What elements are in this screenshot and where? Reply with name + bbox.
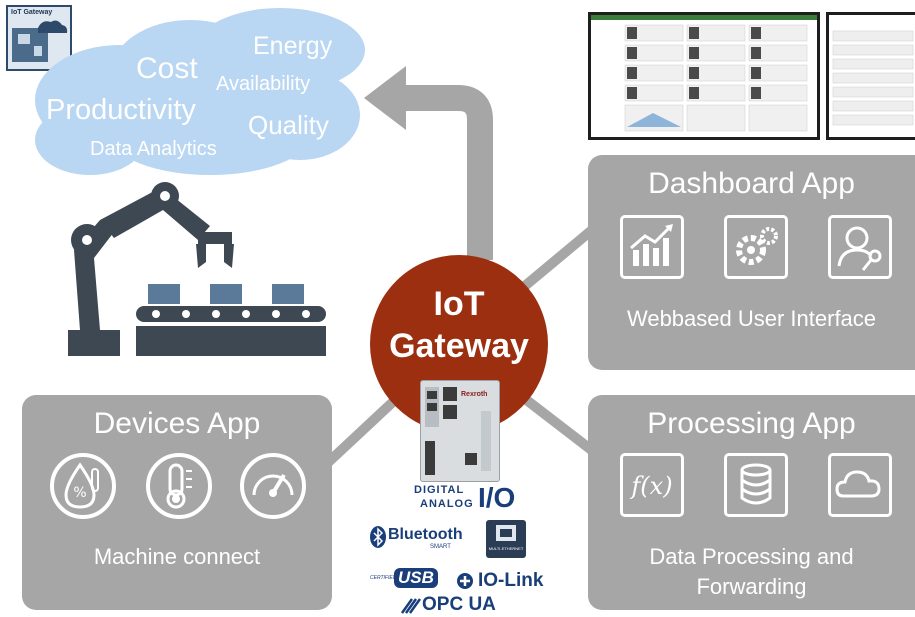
usb-logo: CERTIFIED USB — [370, 568, 440, 590]
cloud-word-quality: Quality — [248, 110, 329, 140]
gears-icon — [724, 215, 788, 279]
devices-app-caption: Machine connect — [93, 544, 261, 569]
user-key-icon — [828, 215, 892, 279]
dashboard-app-panel: Dashboard App Webbased User Interface — [588, 155, 915, 370]
device-brand-label: Rexroth — [461, 391, 488, 398]
robot-conveyor-illustration — [68, 182, 326, 356]
io-link-label: IO-Link — [478, 570, 544, 591]
io-link-logo: IO-Link — [456, 570, 556, 592]
upload-arrow — [364, 66, 493, 260]
database-icon — [724, 453, 788, 517]
gateway-hardware-device: Rexroth — [420, 380, 500, 482]
devices-app-panel: Devices App % Machine connect — [22, 395, 332, 610]
iot-gateway-badge: IoT Gateway — [6, 5, 72, 71]
bluetooth-label: Bluetooth — [388, 526, 463, 543]
processing-app-caption-line2: Forwarding — [696, 574, 807, 599]
svg-text:%: % — [73, 485, 86, 501]
dashboard-app-title: Dashboard App — [648, 167, 855, 200]
dashboard-app-caption: Webbased User Interface — [626, 306, 877, 331]
usb-certified-label: CERTIFIED — [370, 575, 397, 581]
digital-label: DIGITAL — [414, 484, 465, 496]
config-screenshot — [826, 12, 915, 140]
thermometer-icon — [146, 453, 212, 519]
multi-ethernet-label: MULTI-ETHERNET — [488, 546, 524, 551]
io-label: I/O — [478, 482, 516, 513]
opc-ua-logo: OPC UA — [400, 594, 520, 616]
cloud-word-data-analytics: Data Analytics — [90, 138, 217, 160]
cloud-word-productivity: Productivity — [46, 94, 196, 126]
gateway-title-line2: Gateway — [389, 327, 529, 365]
cloud-word-availability: Availability — [216, 73, 311, 95]
cloud-word-cost: Cost — [136, 52, 198, 85]
multi-ethernet-logo: MULTI-ETHERNET — [486, 520, 526, 558]
processing-app-title: Processing App — [647, 407, 856, 440]
gateway-badge-icon — [12, 20, 68, 62]
cloud-shape — [35, 8, 365, 175]
ethernet-port-icon — [496, 525, 516, 541]
opc-ua-label: OPC UA — [422, 594, 496, 615]
opc-ua-icon — [400, 598, 422, 614]
cloud-icon — [828, 453, 892, 517]
gateway-title-line1: IoT — [433, 285, 485, 323]
usb-label: USB — [394, 568, 438, 588]
bluetooth-icon — [370, 526, 386, 548]
bluetooth-smart-label: SMART — [430, 544, 451, 550]
dashboard-screenshot — [588, 12, 820, 140]
processing-app-caption-line1: Data Processing and — [649, 544, 854, 569]
devices-app-title: Devices App — [93, 407, 261, 440]
function-fx-icon: f(x) — [620, 453, 684, 517]
svg-text:f(x): f(x) — [629, 472, 672, 500]
analog-label: ANALOG — [420, 498, 474, 510]
badge-label: IoT Gateway — [11, 9, 53, 16]
cloud-word-energy: Energy — [253, 32, 333, 60]
processing-app-panel: Processing App f(x) Data Processing and … — [588, 395, 915, 610]
humidity-icon: % — [50, 453, 116, 519]
gauge-icon — [240, 453, 306, 519]
chart-growth-icon — [620, 215, 684, 279]
bluetooth-logo: Bluetooth SMART — [370, 524, 463, 554]
io-link-icon — [457, 573, 473, 589]
